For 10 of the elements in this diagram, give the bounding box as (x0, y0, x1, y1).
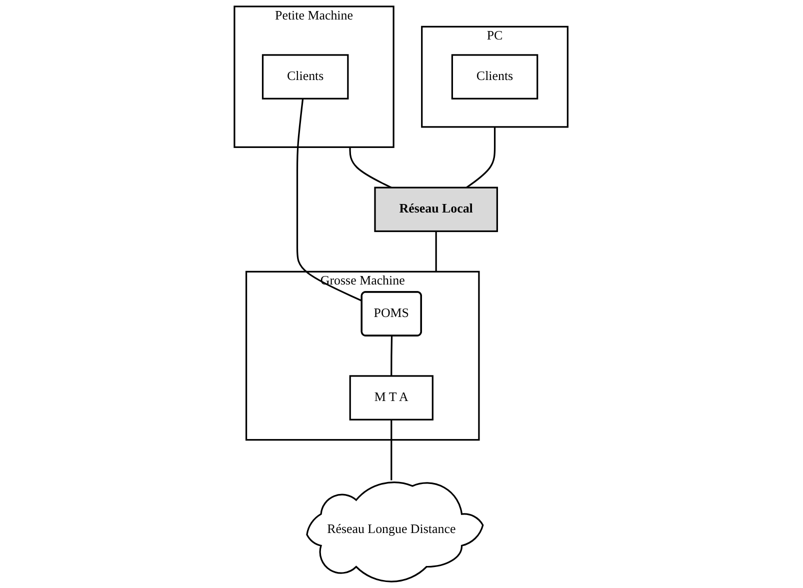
connector (436, 231, 438, 272)
connector (296, 98, 363, 302)
node-box: Réseau Local (374, 186, 498, 232)
connector (391, 336, 394, 376)
node-box: Clients (452, 54, 539, 100)
node-box: Clients (262, 54, 350, 100)
node-box: M T A (350, 375, 434, 420)
connector (391, 420, 393, 480)
connector (350, 147, 392, 188)
connector (466, 126, 496, 188)
